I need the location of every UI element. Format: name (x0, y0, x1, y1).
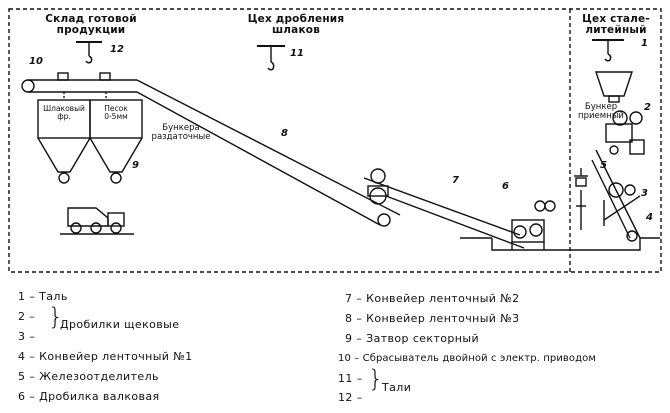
legend-item-2: 2 – (18, 310, 35, 323)
legend-text: Сбрасыватель двойной с электр. приводом (362, 353, 597, 364)
legend-num: 4 (18, 350, 26, 363)
legend-text: Конвейер ленточный №1 (39, 350, 193, 363)
hoist-1-icon (592, 39, 624, 62)
legend-dash: – (29, 390, 36, 403)
legend-item-6: 6 – Дробилка валковая (18, 390, 160, 403)
legend-num: 3 (18, 330, 26, 343)
callout-10: 10 (29, 56, 43, 67)
legend-num: 2 (18, 310, 26, 323)
tripper-10 (57, 72, 111, 100)
legend-item-4: 4 – Конвейер ленточный №1 (18, 350, 193, 363)
legend-dash: – (29, 290, 36, 303)
legend-item-10: 10 – Сбрасыватель двойной с электр. прив… (338, 352, 596, 365)
section-title-line: шлаков (271, 24, 321, 36)
hoist-12-icon (76, 41, 102, 64)
callout-4: 4 (646, 212, 653, 223)
legend-dash: – (356, 312, 363, 325)
note-dispensing-bunkers: Бункера раздаточные (136, 124, 226, 142)
dump-truck-icon (60, 207, 134, 235)
jaw-crusher-3 (603, 182, 641, 226)
legend-text: Таль (39, 290, 68, 303)
legend-num: 12 (338, 391, 353, 404)
diagram-frame (8, 8, 662, 273)
legend-dash: – (29, 330, 36, 343)
bin-label-slag: Шлаковый фр. (38, 105, 90, 121)
callout-12: 12 (110, 44, 124, 55)
callout-11: 11 (290, 48, 304, 59)
hoist-11-icon (257, 45, 285, 71)
note-line: раздаточные (151, 132, 211, 142)
legend-num: 8 (345, 312, 353, 325)
legend-dash: – (29, 310, 36, 323)
callout-1: 1 (641, 38, 648, 49)
dispensing-bunkers (37, 99, 143, 184)
jaw-crusher-2 (605, 110, 645, 155)
conveyor-7 (363, 168, 525, 249)
callout-6: 6 (502, 181, 509, 192)
legend-item-8: 8 – Конвейер ленточный №3 (345, 312, 520, 325)
callout-5: 5 (600, 160, 607, 171)
legend-item-9: 9 – Затвор секторный (345, 332, 479, 345)
legend-brace-11-12: } (368, 365, 384, 393)
legend-num: 1 (18, 290, 26, 303)
section-title-crushing: Цех дробления шлаков (236, 14, 356, 36)
legend-item-11: 11 – (338, 372, 363, 385)
legend-dash: – (356, 391, 363, 404)
legend-num: 7 (345, 292, 353, 305)
legend-item-1: 1 – Таль (18, 290, 68, 303)
section-title-steel: Цех стале- литейный (573, 14, 659, 36)
note-line: Бункер (584, 102, 618, 112)
legend-text: Железоотделитель (39, 370, 159, 383)
legend-num: 10 (338, 353, 351, 364)
legend-num: 5 (18, 370, 26, 383)
callout-7: 7 (452, 175, 459, 186)
section-title-line: Склад готовой (45, 13, 137, 25)
foundation-pit (460, 237, 660, 251)
legend-text: Конвейер ленточный №2 (366, 292, 520, 305)
bin-label-line: фр. (57, 112, 71, 121)
callout-2: 2 (644, 102, 651, 113)
legend-num: 11 (338, 372, 353, 385)
legend-dash: – (354, 353, 360, 364)
legend-item-3: 3 – (18, 330, 35, 343)
legend-dash: – (356, 292, 363, 305)
section-title-line: литейный (585, 24, 647, 36)
bin-label-line: 0-5мм (104, 112, 128, 121)
legend-item-12: 12 – (338, 391, 363, 404)
callout-3: 3 (641, 188, 648, 199)
legend-dash: – (356, 332, 363, 345)
note-line: приемный (578, 111, 624, 121)
legend-item-5: 5 – Железоотделитель (18, 370, 159, 383)
legend-brace-2-3: } (48, 303, 64, 331)
section-title-line: Цех стале- (582, 13, 650, 25)
legend-text: Дробилка валковая (39, 390, 160, 403)
legend-dash: – (356, 372, 363, 385)
section-title-line: продукции (56, 24, 126, 36)
section-title-line: Цех дробления (247, 13, 345, 25)
legend-item-7: 7 – Конвейер ленточный №2 (345, 292, 520, 305)
section-title-warehouse: Склад готовой продукции (26, 14, 156, 36)
bin-label-sand: Песок 0-5мм (90, 105, 142, 121)
legend-text: Конвейер ленточный №3 (366, 312, 520, 325)
receiving-bunker (595, 71, 633, 103)
legend-text: Затвор секторный (366, 332, 480, 345)
bin-label-line: Шлаковый (43, 104, 85, 113)
note-receiving-bunker: Бункер приемный (573, 103, 629, 121)
iron-separator-5 (574, 168, 588, 230)
legend-dash: – (29, 350, 36, 363)
bin-label-line: Песок (104, 104, 128, 113)
legend-num: 9 (345, 332, 353, 345)
callout-9: 9 (132, 160, 139, 171)
legend-num: 6 (18, 390, 26, 403)
legend-dash: – (29, 370, 36, 383)
callout-8: 8 (281, 128, 288, 139)
conveyor-8 (21, 79, 401, 227)
roll-crusher-6 (511, 200, 556, 250)
conveyor-4 (591, 149, 641, 242)
legend-group-jaw-crushers: Дробилки щековые (60, 318, 180, 331)
legend-group-hoists: Тали (382, 381, 412, 394)
note-line: Бункера (162, 123, 200, 133)
